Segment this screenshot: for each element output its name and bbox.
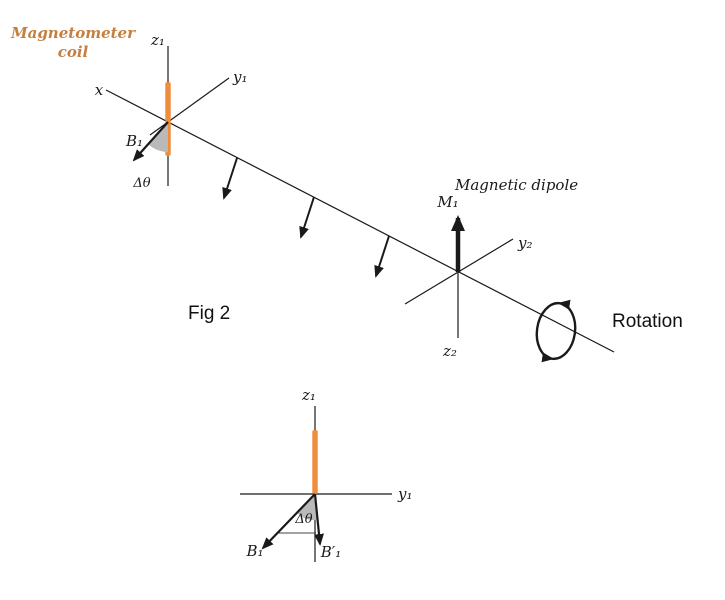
fig2-caption: Fig 2 xyxy=(188,303,230,324)
inset-angle-wedge xyxy=(297,494,318,521)
frame1-z-label: z₁ xyxy=(150,31,165,49)
fig2-diagram: Magnetometer coil z₁ y₁ x B₁ Δθ Magnetic… xyxy=(10,24,683,363)
inset-angle-label: Δθ xyxy=(294,512,312,527)
inset-b1-label: B₁ xyxy=(245,542,263,560)
frame2-y-label: y₂ xyxy=(517,234,533,252)
magnetometer-coil-label-line2: coil xyxy=(58,43,89,61)
frame1-angle-label: Δθ xyxy=(132,176,150,191)
inset-z-label: z₁ xyxy=(301,386,316,404)
frame2-z-label: z₂ xyxy=(442,342,457,360)
magnetic-dipole-title: Magnetic dipole xyxy=(454,176,578,194)
rotation-arc-left xyxy=(535,302,561,363)
field-arrow-1 xyxy=(222,157,238,200)
inset-y-label: y₁ xyxy=(397,485,413,503)
rotation-ellipse xyxy=(535,299,577,363)
frame1-x-label: x xyxy=(95,81,104,99)
inset-b1-prime-label: B′₁ xyxy=(320,543,341,561)
m1-label: M₁ xyxy=(436,193,458,211)
rotation-arc-right xyxy=(551,299,577,360)
field-arrow-3 xyxy=(374,235,390,278)
inset-b1-arrow xyxy=(261,493,316,550)
frame1-y-axis-line xyxy=(149,77,230,136)
field-arrow-2 xyxy=(299,196,315,239)
frame1-y-label: y₁ xyxy=(232,68,248,86)
rotation-label: Rotation xyxy=(612,311,683,332)
b1-label: B₁ xyxy=(125,132,143,150)
inset-diagram: z₁ y₁ B₁ B′₁ Δθ xyxy=(240,386,413,562)
rod-x-axis-line xyxy=(105,89,615,353)
inset-coil-bar xyxy=(312,430,318,494)
magnetometer-coil-label-line1: Magnetometer xyxy=(10,24,136,42)
frame1-angle-wedge xyxy=(148,122,168,152)
inset-b1-prime-arrow xyxy=(313,493,324,546)
b1-arrow xyxy=(132,121,169,162)
